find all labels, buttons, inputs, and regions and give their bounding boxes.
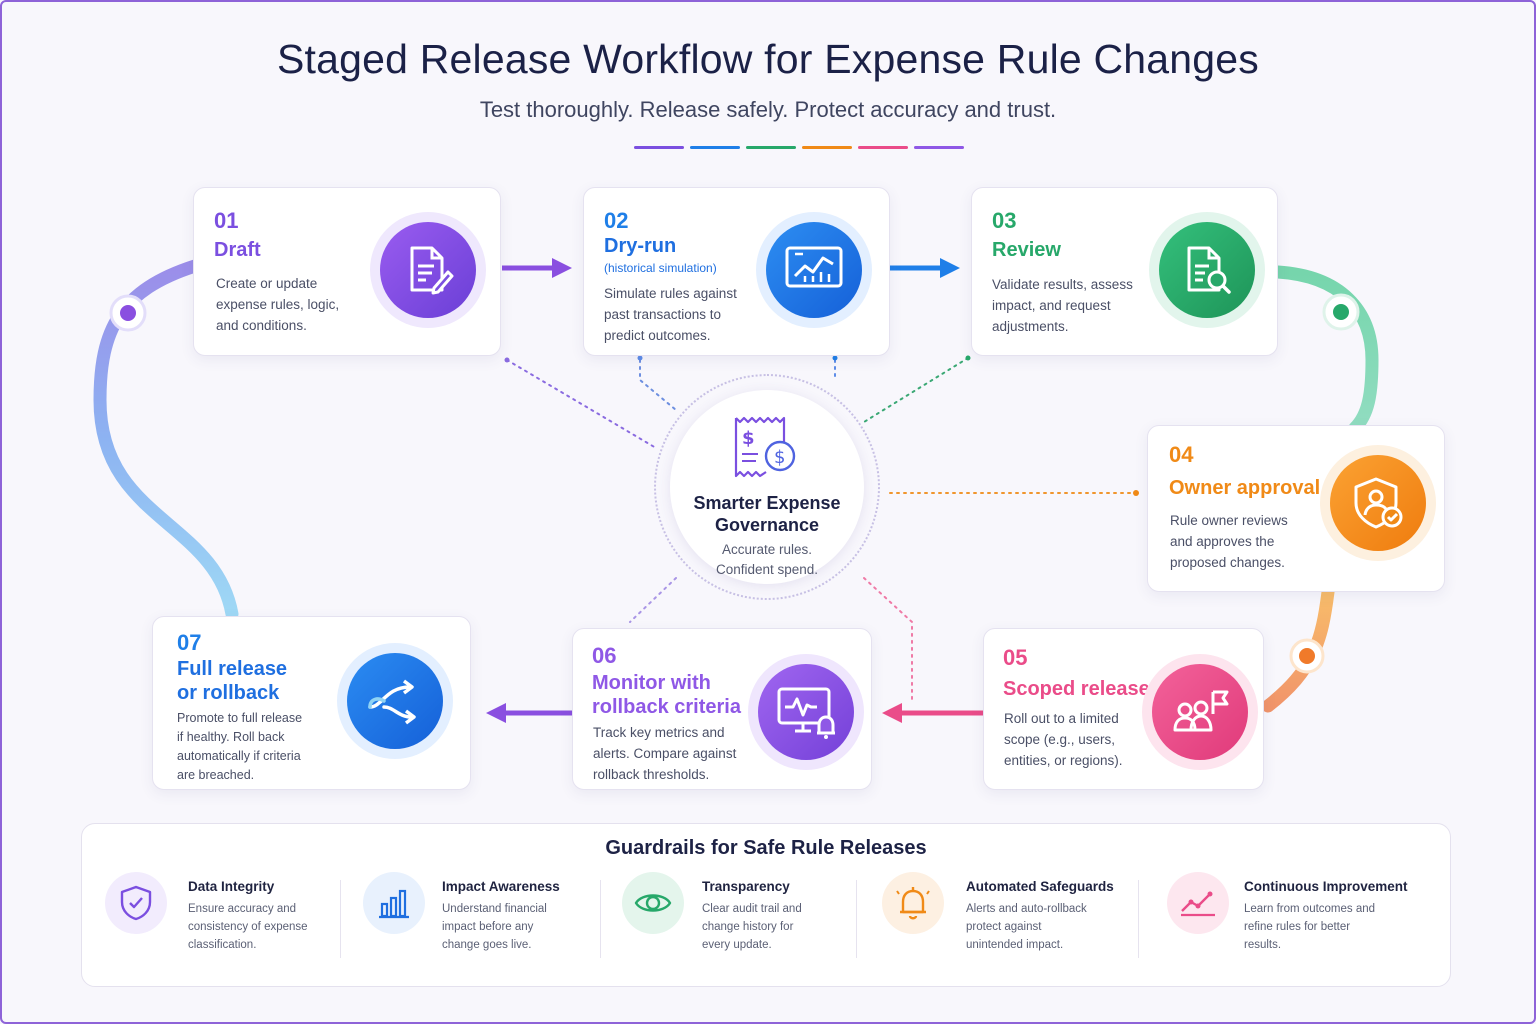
eye-icon bbox=[634, 894, 672, 912]
guardrail-icon-circle bbox=[363, 872, 425, 934]
divider-segment bbox=[746, 146, 796, 149]
center-desc-line: Accurate rules. bbox=[721, 542, 813, 557]
step-title: Draft bbox=[214, 239, 261, 261]
step-title: Dry-run bbox=[604, 235, 677, 257]
arrow-06-07 bbox=[486, 703, 572, 723]
step-title: Scoped release bbox=[1003, 678, 1150, 700]
center-hub-ring bbox=[654, 374, 880, 600]
center-title: Smarter Expense Governance bbox=[670, 492, 864, 536]
divider-segment bbox=[634, 146, 684, 149]
step-number: 06 bbox=[592, 643, 617, 668]
spoke-06 bbox=[629, 577, 677, 623]
document-edit-icon bbox=[410, 246, 454, 295]
center-desc-line: Confident spend. bbox=[715, 562, 819, 577]
step-number: 01 bbox=[214, 208, 239, 233]
page-title: Staged Release Workflow for Expense Rule… bbox=[277, 36, 1259, 82]
guardrail-separator bbox=[1138, 880, 1139, 958]
arrow-02-03 bbox=[890, 258, 960, 278]
arrow-05-06 bbox=[882, 703, 984, 723]
spoke-05 bbox=[863, 577, 913, 701]
guardrail-title: Data Integrity bbox=[188, 879, 275, 894]
step-number: 04 bbox=[1169, 442, 1194, 467]
shield-user-check-icon bbox=[1354, 477, 1403, 529]
divider-segment bbox=[858, 146, 908, 149]
step-title: Owner approval bbox=[1169, 477, 1321, 499]
svg-text:$: $ bbox=[742, 428, 755, 449]
step-number: 03 bbox=[992, 208, 1017, 233]
arrow-01-02 bbox=[502, 258, 572, 278]
step-title: Review bbox=[992, 239, 1061, 261]
guardrail-separator bbox=[600, 880, 601, 958]
receipt-dollar-icon: $ $ bbox=[734, 416, 796, 478]
spoke-01 bbox=[506, 359, 657, 449]
svg-text:$: $ bbox=[774, 447, 785, 468]
bell-icon bbox=[896, 887, 930, 920]
users-flag-icon bbox=[1173, 690, 1229, 732]
guardrail-icon-circle bbox=[105, 872, 167, 934]
trend-line-icon bbox=[1181, 891, 1215, 917]
spoke-03 bbox=[863, 357, 969, 423]
monitor-alert-icon bbox=[777, 687, 835, 739]
chart-monitor-icon bbox=[785, 246, 843, 288]
guardrail-title: Continuous Improvement bbox=[1244, 879, 1408, 894]
branch-arrows-icon bbox=[368, 679, 416, 725]
guardrail-icon-circle bbox=[622, 872, 684, 934]
guardrail-title: Automated Safeguards bbox=[966, 879, 1114, 894]
guardrail-title: Impact Awareness bbox=[442, 879, 560, 894]
guardrail-icon-circle bbox=[882, 872, 944, 934]
step-number: 02 bbox=[604, 208, 629, 233]
center-title-line: Smarter Expense bbox=[693, 493, 841, 513]
step-subtitle: (historical simulation) bbox=[604, 261, 717, 275]
bar-chart-icon bbox=[379, 889, 409, 919]
center-title-line: Governance bbox=[714, 515, 820, 535]
shield-check-icon bbox=[120, 885, 152, 921]
document-search-icon bbox=[1187, 246, 1231, 294]
guardrails-heading: Guardrails for Safe Rule Releases bbox=[605, 837, 927, 859]
guardrail-separator bbox=[856, 880, 857, 958]
loop-curve-right-top bbox=[1271, 265, 1379, 435]
guardrail-icon-circle bbox=[1167, 872, 1229, 934]
spoke-02a bbox=[639, 359, 677, 411]
center-description: Accurate rules. Confident spend. bbox=[670, 540, 864, 580]
divider-segment bbox=[690, 146, 740, 149]
step-card-dry-run: 02 Dry-run (historical simulation) Simul… bbox=[583, 187, 890, 356]
divider-segment bbox=[914, 146, 964, 149]
step-number: 07 bbox=[177, 630, 202, 655]
step-number: 05 bbox=[1003, 645, 1028, 670]
page-subtitle: Test thoroughly. Release safely. Protect… bbox=[479, 97, 1057, 122]
guardrail-separator bbox=[340, 880, 341, 958]
center-hub bbox=[670, 390, 864, 584]
divider-segment bbox=[802, 146, 852, 149]
guardrail-title: Transparency bbox=[702, 879, 790, 894]
